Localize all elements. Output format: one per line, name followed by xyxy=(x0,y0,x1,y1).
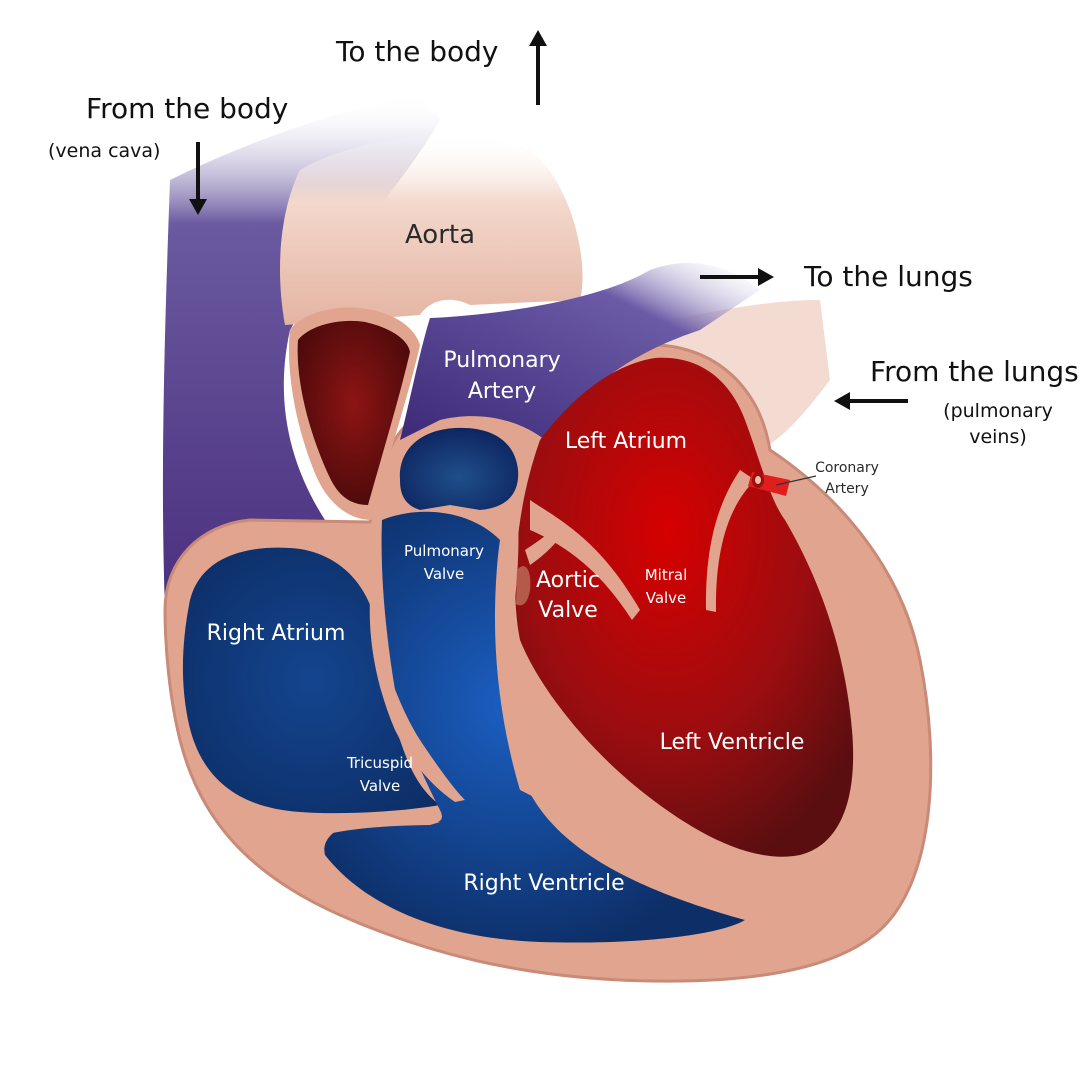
up-arrow-icon xyxy=(529,30,547,105)
right-atrium-label: Right Atrium xyxy=(207,621,346,646)
aorta xyxy=(280,136,583,325)
pulmonary-valve-label-1: Pulmonary xyxy=(404,542,484,560)
to-body-label: To the body xyxy=(336,35,499,68)
coronary-artery-label-2: Artery xyxy=(825,481,868,497)
pulmonary-artery-label-1: Pulmonary xyxy=(443,348,560,373)
coronary-artery-label-1: Coronary xyxy=(815,460,879,476)
aortic-valve-label-1: Aortic xyxy=(536,568,600,593)
tricuspid-valve-label-1: Tricuspid xyxy=(346,754,413,772)
septum xyxy=(495,520,540,800)
from-body-label: From the body xyxy=(86,92,289,125)
tricuspid-valve-label-2: Valve xyxy=(360,777,401,795)
pulmonary-veins-label-2: veins) xyxy=(969,426,1027,448)
from-lungs-label: From the lungs xyxy=(870,355,1079,388)
left-heart-chamber xyxy=(515,357,854,857)
down-arrow-icon xyxy=(189,142,207,215)
pulmonary-veins-label-1: (pulmonary xyxy=(943,400,1053,422)
pulmonary-valve-chamber xyxy=(399,427,519,510)
left-arrow-icon xyxy=(834,392,908,410)
pulmonary-valve-label-2: Valve xyxy=(424,565,465,583)
aortic-valve-flap-2 xyxy=(525,520,566,565)
right-ventricle-label: Right Ventricle xyxy=(463,871,624,896)
left-atrium-label: Left Atrium xyxy=(565,429,687,454)
pulmonary-veins-label: (pulmonary veins) xyxy=(938,400,1058,448)
to-lungs-label: To the lungs xyxy=(804,260,973,293)
pulmonary-artery xyxy=(400,262,760,440)
right-atrium-chamber xyxy=(182,547,440,814)
aorta-label: Aorta xyxy=(405,220,475,250)
left-ventricle-label: Left Ventricle xyxy=(660,730,805,755)
vena-cava xyxy=(162,95,440,610)
mitral-valve-label-1: Mitral xyxy=(645,566,688,584)
right-arrow-icon xyxy=(700,268,774,286)
right-ventricle-chamber xyxy=(324,511,745,943)
pulmonary-artery-label-2: Artery xyxy=(468,379,536,404)
vena-cava-label: (vena cava) xyxy=(48,140,161,162)
coronary-artery xyxy=(748,472,817,496)
aortic-valve-cusp xyxy=(516,566,531,606)
tricuspid-lower-flap xyxy=(260,814,440,850)
tricuspid-flap xyxy=(369,600,465,802)
aorta-inner xyxy=(297,320,410,505)
aortic-valve-label-2: Valve xyxy=(538,598,598,623)
mitral-valve-label-2: Valve xyxy=(646,589,687,607)
